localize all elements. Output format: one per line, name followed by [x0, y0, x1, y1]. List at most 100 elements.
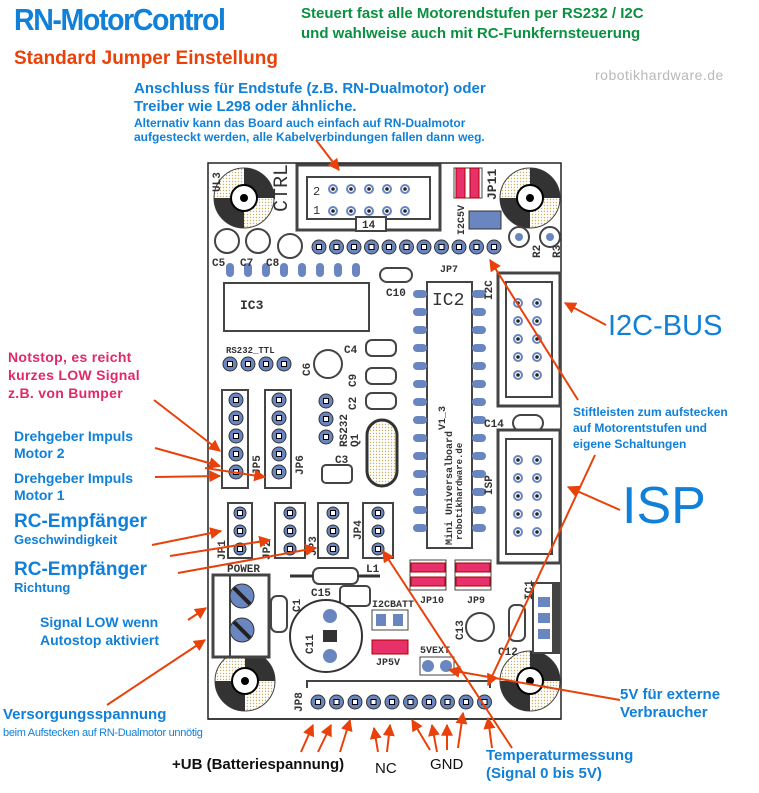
silk-c8: C8 [266, 258, 280, 270]
silk-r3: R3 [552, 244, 564, 258]
ext5v-annotation: 5V für externe Verbraucher [620, 686, 720, 722]
pad-hole [426, 699, 432, 705]
silk-board-text2: robotikhardware.de [455, 443, 465, 540]
rs232-header [318, 393, 334, 445]
silk-c1: C1 [292, 598, 304, 612]
ic2-pad [472, 452, 486, 460]
silk-jp9: JP9 [467, 596, 485, 607]
pad-hole [233, 451, 239, 457]
c8-capacitor [277, 233, 303, 259]
arrow-encoder2 [154, 447, 222, 469]
pad-hole [444, 699, 451, 705]
i2c-bus-annotation: I2C-BUS [608, 310, 723, 342]
rc-speed-sub: Geschwindigkeit [14, 532, 118, 547]
pin-center [516, 355, 520, 359]
pad-hole [403, 244, 410, 250]
pad-hole [263, 361, 269, 367]
c5-capacitor [214, 228, 240, 254]
ub-label: +UB (Batteriespannung) [172, 756, 345, 773]
pad-hole [330, 510, 336, 516]
ic3-pad [226, 263, 234, 277]
ic3-pad [262, 263, 270, 277]
silk-c7: C7 [240, 258, 253, 270]
silk-c13: C13 [455, 620, 467, 640]
silk-jp4: JP4 [353, 520, 365, 540]
silk-c4: C4 [344, 345, 358, 357]
headers-line-3: eigene Schaltungen [573, 437, 687, 451]
5vext-header [419, 656, 455, 676]
pad-hole [386, 244, 392, 250]
pad-hole [276, 469, 282, 475]
ic3-pad [316, 263, 324, 277]
temp-line-1: Temperaturmessung [486, 747, 634, 764]
mounting-hole-bottom-right [499, 650, 561, 712]
pad-hole [276, 397, 282, 403]
ic3-pad [352, 263, 360, 277]
encoder-2-annotation: Drehgeber Impuls Motor 2 [14, 428, 133, 462]
pin-center [535, 530, 539, 534]
silk-jp8: JP8 [294, 692, 306, 712]
autostop-line-1: Signal LOW wenn [40, 614, 159, 630]
page-title: RN-MotorControl [14, 2, 226, 37]
mounting-hole-bottom-left [214, 650, 276, 712]
silk-c14: C14 [484, 419, 504, 431]
arrow-ub-2 [317, 723, 332, 753]
rc-speed-annotation: RC-Empfänger Geschwindigkeit [14, 512, 147, 549]
silk-board-text1: Mini Universalboard [444, 431, 456, 545]
ic2-pad [413, 326, 427, 334]
pin-center [516, 476, 520, 480]
pin-center [385, 187, 389, 191]
ctrl-connector-note-1: Alternativ kann das Board auch einfach a… [134, 116, 466, 130]
ic3-pads [226, 263, 360, 277]
pin-center [367, 187, 371, 191]
pad-hole [237, 510, 243, 516]
silk-jp3: JP3 [308, 536, 320, 556]
c15-capacitor [339, 585, 371, 607]
pad-hole [438, 244, 445, 250]
rc-direction-annotation: RC-Empfänger Richtung [14, 560, 147, 597]
encoder-2-line-2: Motor 2 [14, 445, 65, 461]
arrow-temp-jp4 [382, 549, 513, 749]
arrow-i2c-bus [563, 302, 607, 326]
silk-q1: Q1 [350, 433, 362, 447]
ic3-pad [280, 263, 288, 277]
pad-hole [245, 361, 251, 367]
autostop-line-2: Autostop aktiviert [40, 632, 160, 648]
supply-title: Versorgungsspannung [3, 706, 167, 723]
silk-c2: C2 [348, 397, 360, 410]
silk-i2cbatt: I2CBATT [372, 600, 414, 611]
silk-jp10: JP10 [420, 596, 444, 607]
silk-c10: C10 [386, 288, 406, 300]
c10-capacitor [379, 267, 413, 283]
pad-hole [276, 415, 282, 421]
pin-center [516, 494, 520, 498]
ic3-pad [334, 263, 342, 277]
silk-labels: CTRL UL3 JP11 I2C5V R2 R3 C5 C7 C8 C10 J… [212, 164, 564, 712]
silk-rs232-ttl: RS232_TTL [226, 346, 275, 356]
ctrl-connector-annotation: Anschluss für Endstufe (z.B. RN-Dualmoto… [134, 80, 486, 144]
ic2-pad [413, 398, 427, 406]
notstop-line-1: Notstop, es reicht [8, 349, 132, 365]
ic2-pad [413, 506, 427, 514]
pin-center [403, 187, 407, 191]
rs232-ttl-header [222, 356, 292, 372]
arrow-gnd-4 [455, 711, 468, 749]
rc-direction-sub: Richtung [14, 580, 71, 595]
silk-jp6: JP6 [295, 455, 307, 475]
ic2-pad [413, 452, 427, 460]
silk-ctrl: CTRL [271, 164, 294, 212]
c1-capacitor [270, 595, 288, 633]
arrow-nc-2 [382, 723, 395, 753]
ext5v-line-1: 5V für externe [620, 686, 721, 703]
mounting-hole-top-left [213, 167, 275, 229]
pin-center [516, 319, 520, 323]
supply-note: beim Aufstecken auf RN-Dualmotor unnötig [3, 727, 203, 739]
pad-hole [456, 244, 462, 250]
pin-center [535, 373, 539, 377]
pad-hole [323, 398, 329, 404]
silk-5vext: 5VEXT [420, 646, 450, 657]
silk-c6: C6 [302, 363, 314, 376]
gnd-label: GND [430, 756, 464, 773]
pad-hole [233, 433, 239, 439]
ctrl-connector-line-1: Anschluss für Endstufe (z.B. RN-Dualmoto… [134, 80, 486, 97]
